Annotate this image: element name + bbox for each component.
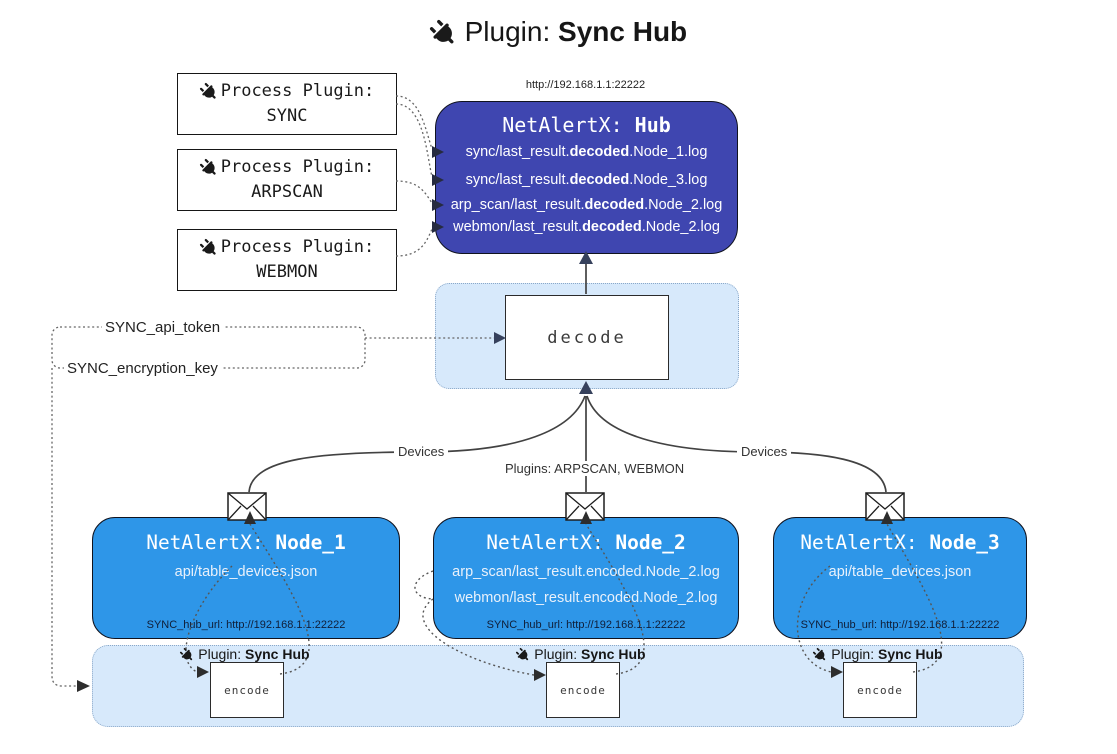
plug-icon [199,82,216,99]
process-plugin-name: SYNC [266,106,308,126]
node1-file-line: api/table_devices.json [174,564,318,580]
encode-box: encode [843,662,917,718]
process-plugin-arpscan-box: Process Plugin: ARPSCAN [177,149,397,211]
band-plugin-label: Plugin: Sync Hub [798,646,958,662]
node2-box: NetAlertX: Node_2 arp_scan/last_result.e… [433,517,739,639]
arrowhead [77,680,90,692]
connector-arpscan-to-hub [395,180,433,204]
band-plugin-label: Plugin: Sync Hub [165,646,325,662]
band-plugin-label: Plugin: Sync Hub [501,646,661,662]
node1-title: NetAlertX: Node_1 [146,531,346,554]
plugins-arpscan-webmon-label: Plugins: ARPSCAN, WEBMON [501,461,689,476]
decode-box: decode [505,295,669,380]
encode-box: encode [210,662,284,718]
connector-sync-to-hub [395,103,433,178]
hub-log-line: sync/last_result.decoded.Node_1.log [465,144,708,160]
process-plugin-label: Process Plugin: [220,237,375,258]
node1-box: NetAlertX: Node_1 api/table_devices.json… [92,517,400,639]
hub-log-line: sync/last_result.decoded.Node_3.log [465,172,708,188]
node2-file-line: arp_scan/last_result.encoded.Node_2.log [452,564,720,580]
page-title: Plugin: Sync Hub [0,16,1117,48]
node2-file-line: webmon/last_result.encoded.Node_2.log [454,590,718,606]
plug-icon [199,158,216,175]
devices-label-left: Devices [394,444,449,459]
plug-icon [429,19,454,44]
node2-hub-url: SYNC_hub_url: http://192.168.1.1:22222 [486,619,686,631]
plug-icon [516,648,529,661]
process-plugin-webmon-box: Process Plugin: WEBMON [177,229,397,291]
plug-icon [813,648,826,661]
node3-box: NetAlertX: Node_3 api/table_devices.json… [773,517,1027,639]
connector-key-to-encode-band [51,368,78,687]
sync-api-token-label: SYNC_api_token [102,319,224,336]
hub-log-line: webmon/last_result.decoded.Node_2.log [453,219,720,235]
process-plugin-label: Process Plugin: [220,157,375,178]
envelope-icon [865,492,905,521]
hub-url-label: http://192.168.1.1:22222 [525,79,646,91]
hub-box: NetAlertX: Hub sync/last_result.decoded.… [435,101,738,254]
connector-node2-loop [414,570,434,600]
title-name: Sync Hub [558,16,688,47]
devices-label-right: Devices [737,444,792,459]
hub-log-line: arp_scan/last_result.decoded.Node_2.log [450,197,723,213]
process-plugin-name: WEBMON [256,262,318,282]
connector-sync-to-hub [395,95,433,150]
plug-icon [180,648,193,661]
node3-title: NetAlertX: Node_3 [800,531,1000,554]
sync-encryption-key-label: SYNC_encryption_key [64,360,221,377]
envelope-icon [227,492,267,521]
title-prefix: Plugin: [464,16,559,47]
process-plugin-sync-box: Process Plugin: SYNC [177,73,397,135]
envelope-icon [565,492,605,521]
node3-hub-url: SYNC_hub_url: http://192.168.1.1:22222 [800,619,1000,631]
node3-file-line: api/table_devices.json [828,564,972,580]
process-plugin-label: Process Plugin: [220,81,375,102]
plug-icon [199,238,216,255]
node1-hub-url: SYNC_hub_url: http://192.168.1.1:22222 [146,619,346,631]
process-plugin-name: ARPSCAN [251,182,323,202]
encode-box: encode [546,662,620,718]
hub-title: NetAlertX: Hub [502,113,671,137]
node2-title: NetAlertX: Node_2 [486,531,686,554]
connector-webmon-to-hub [395,228,433,257]
